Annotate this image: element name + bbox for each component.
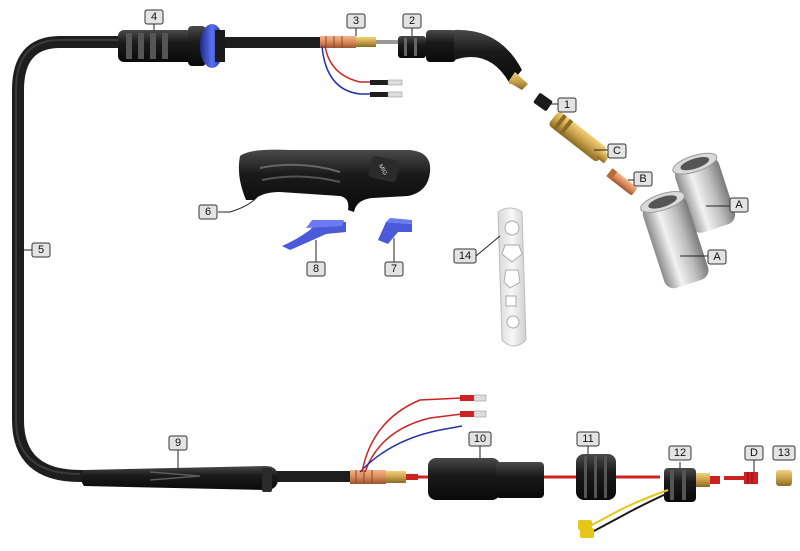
control-wire-red-upper — [324, 45, 372, 83]
svg-text:C: C — [613, 145, 621, 157]
svg-text:B: B — [639, 173, 646, 185]
cable-connector — [320, 36, 402, 48]
svg-text:6: 6 — [205, 206, 211, 218]
svg-text:A: A — [713, 251, 721, 263]
trigger-short — [378, 218, 412, 244]
callout-8: 8 — [306, 261, 326, 277]
cable-lower — [270, 471, 352, 482]
connector-housing — [428, 458, 544, 500]
callout-4: 4 — [144, 9, 164, 25]
callout-14: 14 — [453, 248, 477, 264]
swan-neck — [398, 29, 528, 90]
callout-13: 13 — [772, 445, 796, 461]
locking-nut — [576, 454, 616, 500]
svg-text:2: 2 — [409, 15, 415, 27]
tip-holder — [549, 112, 611, 164]
liner-end — [724, 472, 758, 484]
callout-6: 6 — [198, 204, 218, 220]
callout-3: 3 — [346, 13, 366, 29]
svg-text:A: A — [735, 199, 743, 211]
callout-12: 12 — [668, 445, 692, 461]
callout-A-upper: A — [729, 197, 749, 213]
control-wire-yellow — [589, 489, 669, 527]
central-adapter — [664, 468, 720, 502]
svg-text:4: 4 — [151, 11, 157, 23]
torch-cable — [12, 36, 126, 482]
callout-D: D — [744, 445, 764, 461]
wrench-tool — [497, 207, 527, 347]
cable-sleeve — [81, 466, 278, 492]
svg-text:13: 13 — [778, 447, 790, 459]
callout-9: 9 — [168, 435, 188, 451]
svg-text:12: 12 — [674, 447, 686, 459]
brass-nut — [776, 470, 792, 486]
callout-11: 11 — [576, 431, 600, 447]
callout-7: 7 — [384, 261, 404, 277]
callout-2: 2 — [402, 13, 422, 29]
svg-text:9: 9 — [175, 437, 181, 449]
callout-5: 5 — [31, 242, 51, 258]
svg-text:11: 11 — [582, 433, 593, 445]
nozzle-long — [640, 191, 709, 289]
contact-tip — [606, 168, 637, 195]
callout-1: 1 — [557, 97, 577, 113]
rear-cable-grip — [118, 24, 225, 68]
svg-text:14: 14 — [459, 250, 471, 262]
callout-A-lower: A — [707, 249, 727, 265]
trigger-long — [282, 220, 346, 250]
callout-10: 10 — [468, 431, 492, 447]
svg-text:5: 5 — [38, 244, 44, 256]
svg-text:7: 7 — [391, 263, 397, 275]
svg-text:3: 3 — [353, 15, 359, 27]
callout-B: B — [633, 171, 653, 187]
svg-text:10: 10 — [474, 433, 486, 445]
control-wire-blue-upper — [321, 45, 372, 95]
svg-text:1: 1 — [564, 99, 570, 111]
svg-text:8: 8 — [313, 263, 319, 275]
control-wire-blue-lower — [359, 425, 463, 473]
svg-text:D: D — [750, 447, 758, 459]
handle-logo-text: MIG — [377, 164, 388, 177]
lower-connector — [350, 470, 418, 484]
torch-handle: MIG — [238, 149, 431, 212]
callout-C: C — [607, 143, 627, 159]
cable-upper — [222, 37, 322, 48]
leader-lines — [22, 24, 755, 472]
insulator — [533, 93, 553, 111]
